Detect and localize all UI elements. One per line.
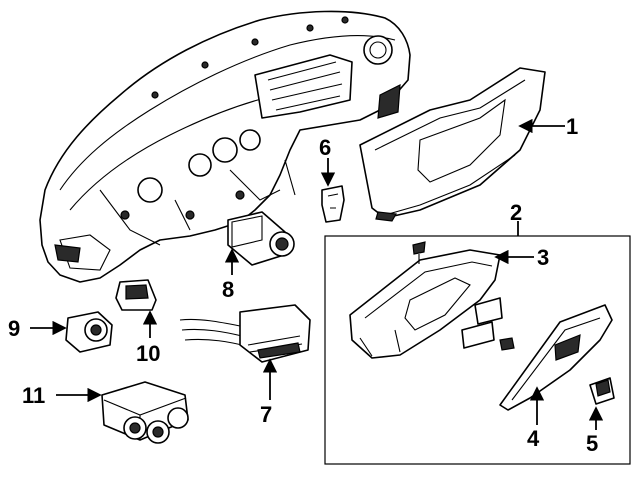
callout-9: 9 [8, 316, 20, 341]
callout-2: 2 [510, 200, 522, 225]
callout-6: 6 [319, 135, 331, 160]
latch-clip-part [321, 185, 345, 223]
switch-unit-part [227, 211, 295, 266]
callout-3: 3 [537, 245, 549, 270]
leader-lines [30, 118, 604, 430]
small-switch-part [115, 279, 157, 311]
instrument-panel [39, 10, 411, 283]
glove-box-upper-part [359, 67, 546, 222]
callout-5: 5 [586, 431, 598, 456]
sub-assembly-frame [324, 235, 631, 465]
callout-4: 4 [527, 426, 540, 451]
callout-11: 11 [22, 383, 45, 408]
door-lock-part [589, 377, 615, 405]
callout-10: 10 [136, 341, 160, 366]
glove-box-bin-part [349, 241, 501, 359]
hinge-bracket-part [461, 297, 515, 351]
glove-box-door-part [499, 304, 613, 411]
callout-labels: 1 2 3 4 5 6 7 8 9 10 11 [8, 114, 598, 456]
ash-tray-part [179, 304, 311, 363]
callout-7: 7 [260, 402, 272, 427]
callout-8: 8 [222, 277, 234, 302]
knob-switch-part [65, 311, 113, 353]
callout-1: 1 [566, 114, 578, 139]
switch-block-part [101, 381, 189, 444]
